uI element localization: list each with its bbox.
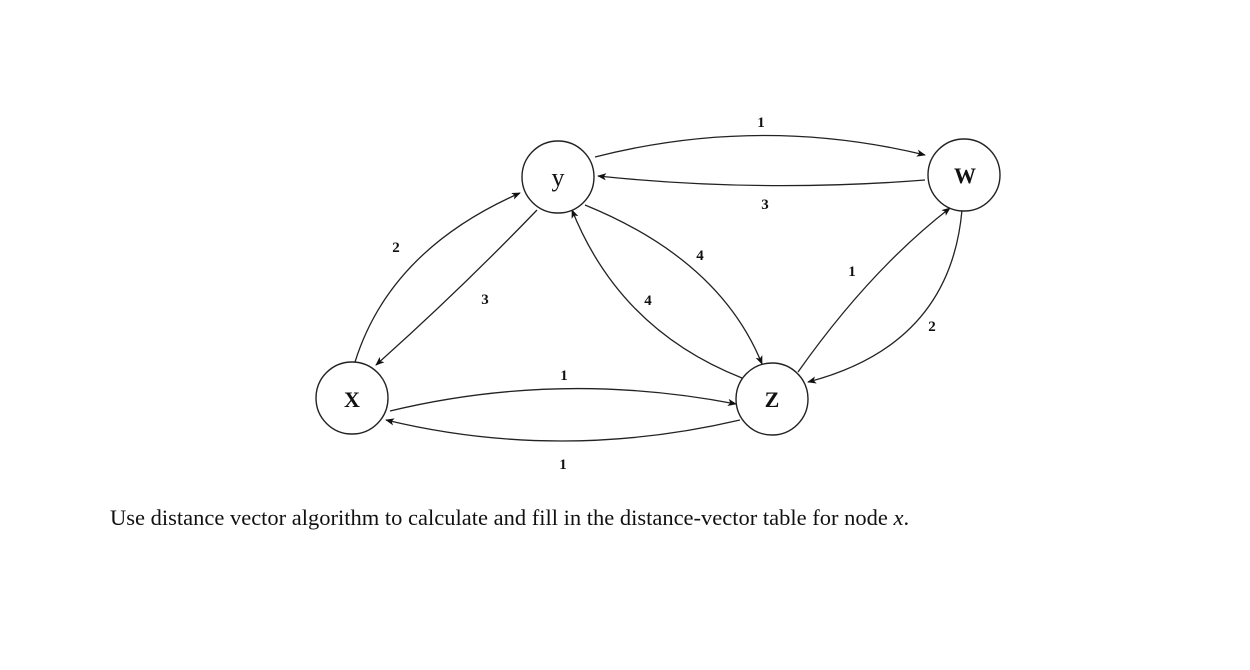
question-node: x xyxy=(893,505,904,530)
node-x: X xyxy=(315,361,389,435)
edge-weight-w-y: 3 xyxy=(761,197,769,213)
edge-z-to-x: 1 xyxy=(385,418,741,473)
edge-z-to-w: 1 xyxy=(797,207,951,373)
edges: 1 3 2 3 4 4 1 xyxy=(354,115,963,473)
question-body: Use distance vector algorithm to calcula… xyxy=(110,505,894,530)
edge-x-to-y: 2 xyxy=(354,192,521,363)
edge-weight-y-z: 4 xyxy=(696,248,704,264)
edge-w-to-y: 3 xyxy=(597,173,926,213)
edge-weight-x-z: 1 xyxy=(560,368,568,384)
edge-y-to-x: 3 xyxy=(375,209,538,366)
edge-z-to-y: 4 xyxy=(571,209,743,379)
nodes: X y Z W xyxy=(315,138,1001,436)
question-text: Use distance vector algorithm to calcula… xyxy=(110,505,909,531)
edge-weight-y-x: 3 xyxy=(481,292,489,308)
node-z: Z xyxy=(735,362,809,436)
node-w-label: W xyxy=(954,163,976,188)
edge-weight-y-w: 1 xyxy=(757,115,765,131)
node-y: y xyxy=(521,140,595,214)
node-y-label: y xyxy=(552,163,565,192)
node-w: W xyxy=(927,138,1001,212)
edge-weight-w-z: 2 xyxy=(928,319,936,335)
edge-weight-x-y: 2 xyxy=(392,240,400,256)
edge-weight-z-y: 4 xyxy=(644,293,652,309)
question-end: . xyxy=(903,505,910,530)
edge-w-to-z: 2 xyxy=(807,209,963,384)
edge-x-to-z: 1 xyxy=(389,368,737,412)
edge-y-to-w: 1 xyxy=(594,115,926,158)
node-z-label: Z xyxy=(765,387,780,412)
edge-weight-z-w: 1 xyxy=(848,264,856,280)
edge-y-to-z: 4 xyxy=(584,204,763,365)
node-x-label: X xyxy=(344,387,360,412)
network-graph-diagram: 1 3 2 3 4 4 1 xyxy=(315,115,1001,473)
edge-weight-z-x: 1 xyxy=(559,457,567,473)
